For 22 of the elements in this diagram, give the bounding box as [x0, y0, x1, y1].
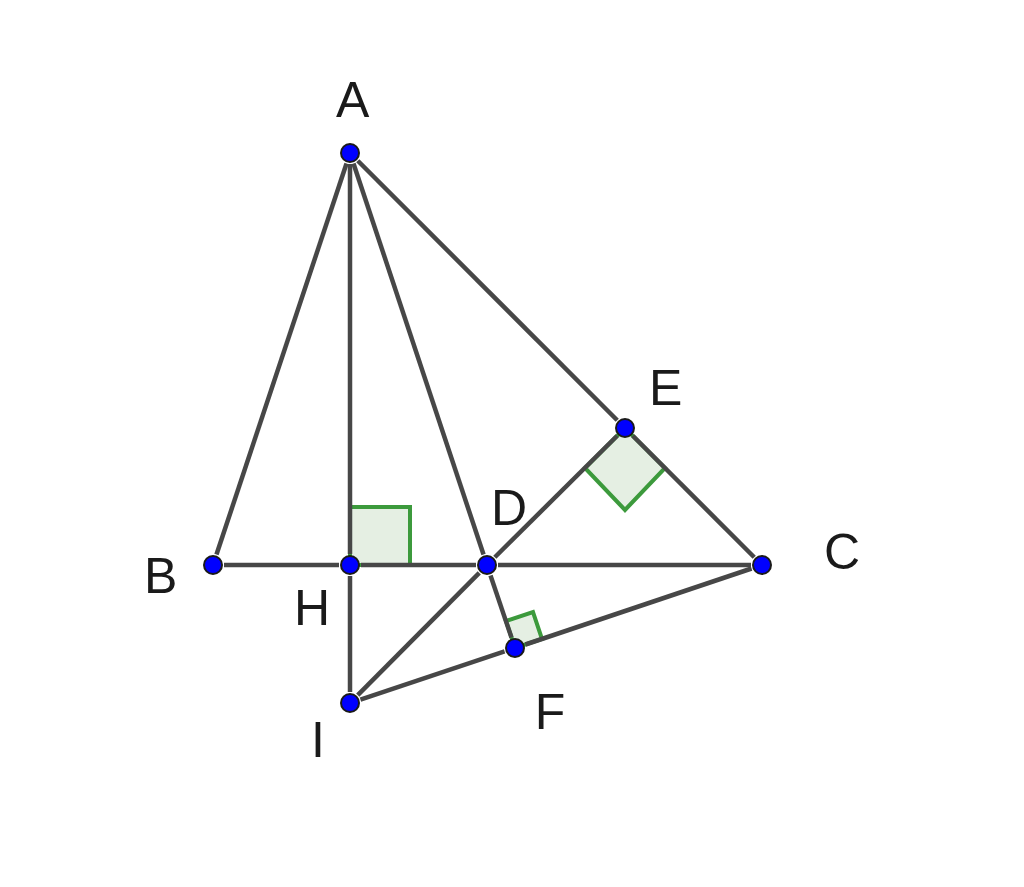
point-label: E [649, 360, 681, 416]
line-segment [347, 164, 353, 554]
point-label: I [310, 712, 326, 768]
line-segment [488, 574, 514, 639]
line-segment [359, 649, 506, 702]
point-label: B [144, 548, 176, 604]
point-label: F [534, 684, 566, 740]
line-segment [493, 434, 619, 559]
line-segment [214, 162, 349, 556]
line-segment [347, 576, 353, 692]
point-label: D [491, 480, 523, 536]
point-label: C [824, 524, 856, 580]
line-segment [631, 434, 756, 559]
point-label: H [294, 580, 326, 636]
point-label: A [336, 72, 368, 128]
line-segment [356, 159, 619, 422]
line-segment [224, 562, 339, 568]
line-segment [524, 566, 753, 647]
line-segment [351, 162, 486, 556]
line-segment [356, 571, 481, 697]
line-segment [361, 562, 476, 568]
line-segment [498, 562, 751, 568]
